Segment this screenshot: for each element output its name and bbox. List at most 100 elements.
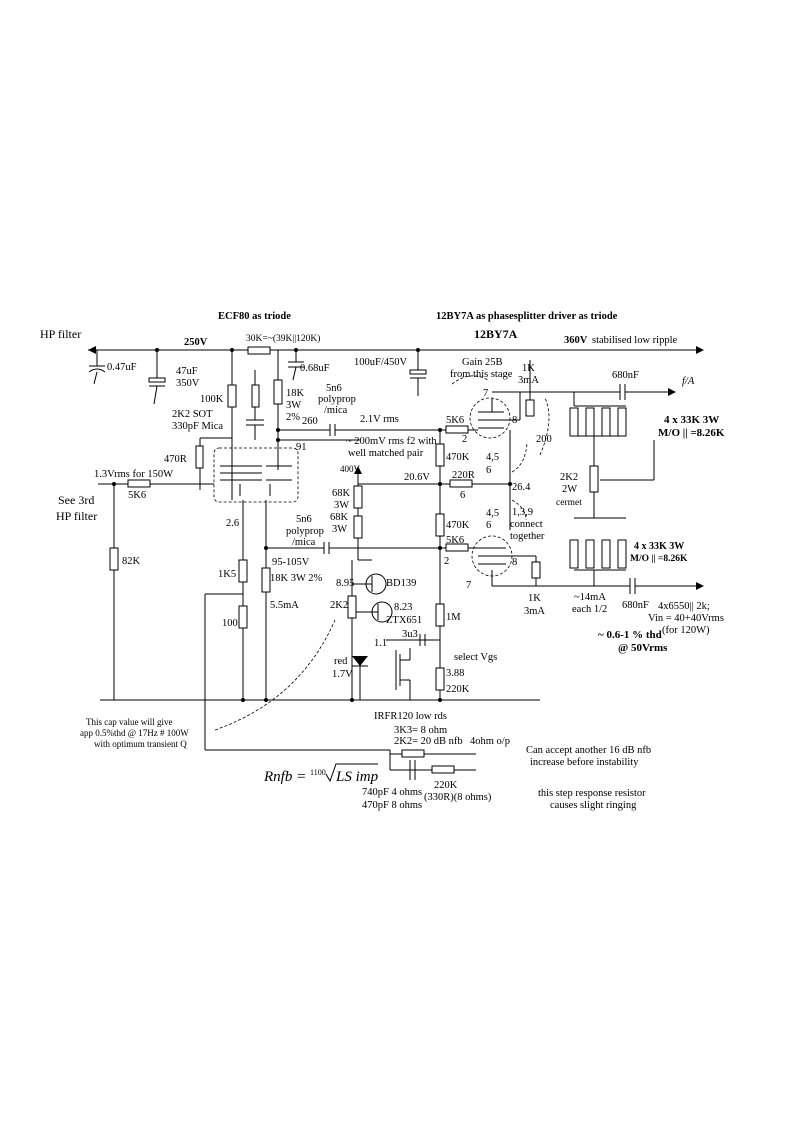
pin7-top: 7	[483, 388, 488, 399]
wiring	[88, 346, 704, 780]
pin7-bot: 7	[466, 580, 471, 591]
r2k2b-label: 2K2	[330, 600, 348, 611]
r100-label: 100	[222, 618, 238, 629]
labels: ECF80 as triode 12BY7A as phasesplitter …	[40, 311, 725, 811]
pin45-top: 4,5	[486, 452, 499, 463]
pin6-top: 6	[486, 465, 491, 476]
c5n6-bot-2: polyprop	[286, 526, 324, 537]
select-vgs-label: select Vgs	[454, 652, 497, 663]
hp-filter-note: HP filter	[56, 509, 97, 523]
bank1-label-2: M/O || =8.26K	[658, 427, 725, 439]
i14-label-2: each 1/2	[572, 604, 607, 615]
input-level-label: 1.3Vrms for 150W	[94, 469, 173, 480]
bank2-label-1: 4 x 33K 3W	[634, 541, 684, 552]
r18k-top-3: 2%	[286, 412, 300, 423]
r1k-top-2: 3mA	[518, 375, 539, 386]
r18k3w-label: 18K 3W 2%	[270, 573, 323, 584]
c3u3-label: 3u3	[402, 629, 418, 640]
n200-label: 200	[536, 434, 552, 445]
pin2-top: 2	[462, 434, 467, 445]
r1k-bot-1: 1K	[528, 593, 541, 604]
c5n6-bot-1: 5n6	[296, 514, 312, 525]
r68a-2: 3W	[334, 500, 349, 511]
pin6-bot: 6	[486, 520, 491, 531]
v388-label: 3.88	[446, 668, 464, 679]
gain-label-1: Gain 25B	[462, 357, 503, 368]
note200-2: well matched pair	[348, 448, 424, 459]
c680-top-label: 680nF	[612, 370, 639, 381]
nfb-label-1: 3K3= 8 ohm	[394, 725, 447, 736]
r220k-label: 220K	[446, 684, 470, 695]
fa-label: f/A	[682, 376, 695, 387]
irfr120-label: IRFR120 low rds	[374, 711, 447, 722]
r18k-top-2: 3W	[286, 400, 301, 411]
v895-label: 8.95	[336, 578, 354, 589]
v17-label: 1.7V	[332, 669, 353, 680]
cap-note-1: This cap value will give	[86, 717, 172, 727]
r470k-label: 470K	[446, 452, 470, 463]
r1k-top-1: 1K	[522, 363, 535, 374]
c680-bot-label: 680nF	[622, 600, 649, 611]
n260-label: 260	[302, 416, 318, 427]
formula-left: Rnfb =	[263, 769, 306, 785]
pin6-mid: 6	[460, 490, 465, 501]
pin2-bot: 2	[444, 556, 449, 567]
cap-note-2: app 0.5%thd @ 17Hz # 100W	[80, 728, 189, 738]
c100-label: 100uF/450V	[354, 357, 408, 368]
r1k5-label: 1K5	[218, 569, 236, 580]
r82k-label: 82K	[122, 556, 141, 567]
r2k2c-label-3: cermet	[556, 498, 582, 508]
r68b-1: 68K	[330, 512, 349, 523]
v26-label: 2.6	[226, 518, 239, 529]
c5n6-top-2: polyprop	[318, 394, 356, 405]
r100k-label: 100K	[200, 394, 224, 405]
formula-root-sign	[325, 763, 378, 783]
phasesplitter-header: 12BY7A as phasesplitter driver as triode	[436, 311, 618, 322]
rail-250v: 250V	[184, 337, 208, 348]
r1m-label: 1M	[446, 612, 461, 623]
pin45-bot: 4,5	[486, 508, 499, 519]
r68b-2: 3W	[332, 524, 347, 535]
gain-label-2: from this stage	[450, 369, 513, 380]
accept-label-2: increase before instability	[530, 757, 639, 768]
rail-360v: 360V	[564, 335, 588, 346]
c47-label-1: 47uF	[176, 366, 198, 377]
r470-label: 470R	[164, 454, 187, 465]
i55-label: 5.5mA	[270, 600, 299, 611]
cap-note-3: with optimum transient Q	[94, 739, 187, 749]
c740-label: 740pF 4 ohms	[362, 787, 422, 798]
ztx651-label: ZTX651	[386, 615, 422, 626]
hp-filter-label: HP filter	[40, 327, 81, 341]
nfb-label-3: 4ohm o/p	[470, 736, 510, 747]
step-label-1: this step response resistor	[538, 788, 646, 799]
r470kb-label: 470K	[446, 520, 470, 531]
pin8-bot: 8	[512, 557, 517, 568]
c470-label: 470pF 8 ohms	[362, 800, 422, 811]
bank2-label-2: M/O || =8.26K	[630, 554, 688, 564]
tube-header: 12BY7A	[474, 327, 518, 341]
v21-label: 2.1V rms	[360, 414, 399, 425]
r220kb-label: 220K	[434, 780, 458, 791]
v206-label: 20.6V	[404, 472, 430, 483]
thd-label-1: ~ 0.6-1 % thd	[598, 629, 662, 641]
r18k-top-1: 18K	[286, 388, 305, 399]
ecf80-header: ECF80 as triode	[218, 311, 291, 322]
formula-right: LS imp	[335, 769, 379, 785]
rail-360v-desc: stabilised low ripple	[592, 335, 677, 346]
r5k6-top-label: 5K6	[446, 415, 464, 426]
r2k2c-label-1: 2K2	[560, 472, 578, 483]
step-label-2: causes slight ringing	[550, 800, 637, 811]
r2k2-label: 2K2 SOT	[172, 409, 213, 420]
accept-label-1: Can accept another 16 dB nfb	[526, 745, 651, 756]
i14-label-1: ~14mA	[574, 592, 606, 603]
r220r-label: 220R	[452, 470, 475, 481]
v95-label: 95-105V	[272, 557, 310, 568]
thd-label-2: @ 50Vrms	[618, 642, 668, 654]
c068-label: 0.68uF	[300, 363, 330, 374]
v11-label: 1.1	[374, 638, 387, 649]
pin8-top: 8	[512, 415, 517, 426]
pins-label-2: connect	[510, 519, 543, 530]
c47-label-2: 350V	[176, 378, 200, 389]
see-3rd-label: See 3rd	[58, 493, 94, 507]
